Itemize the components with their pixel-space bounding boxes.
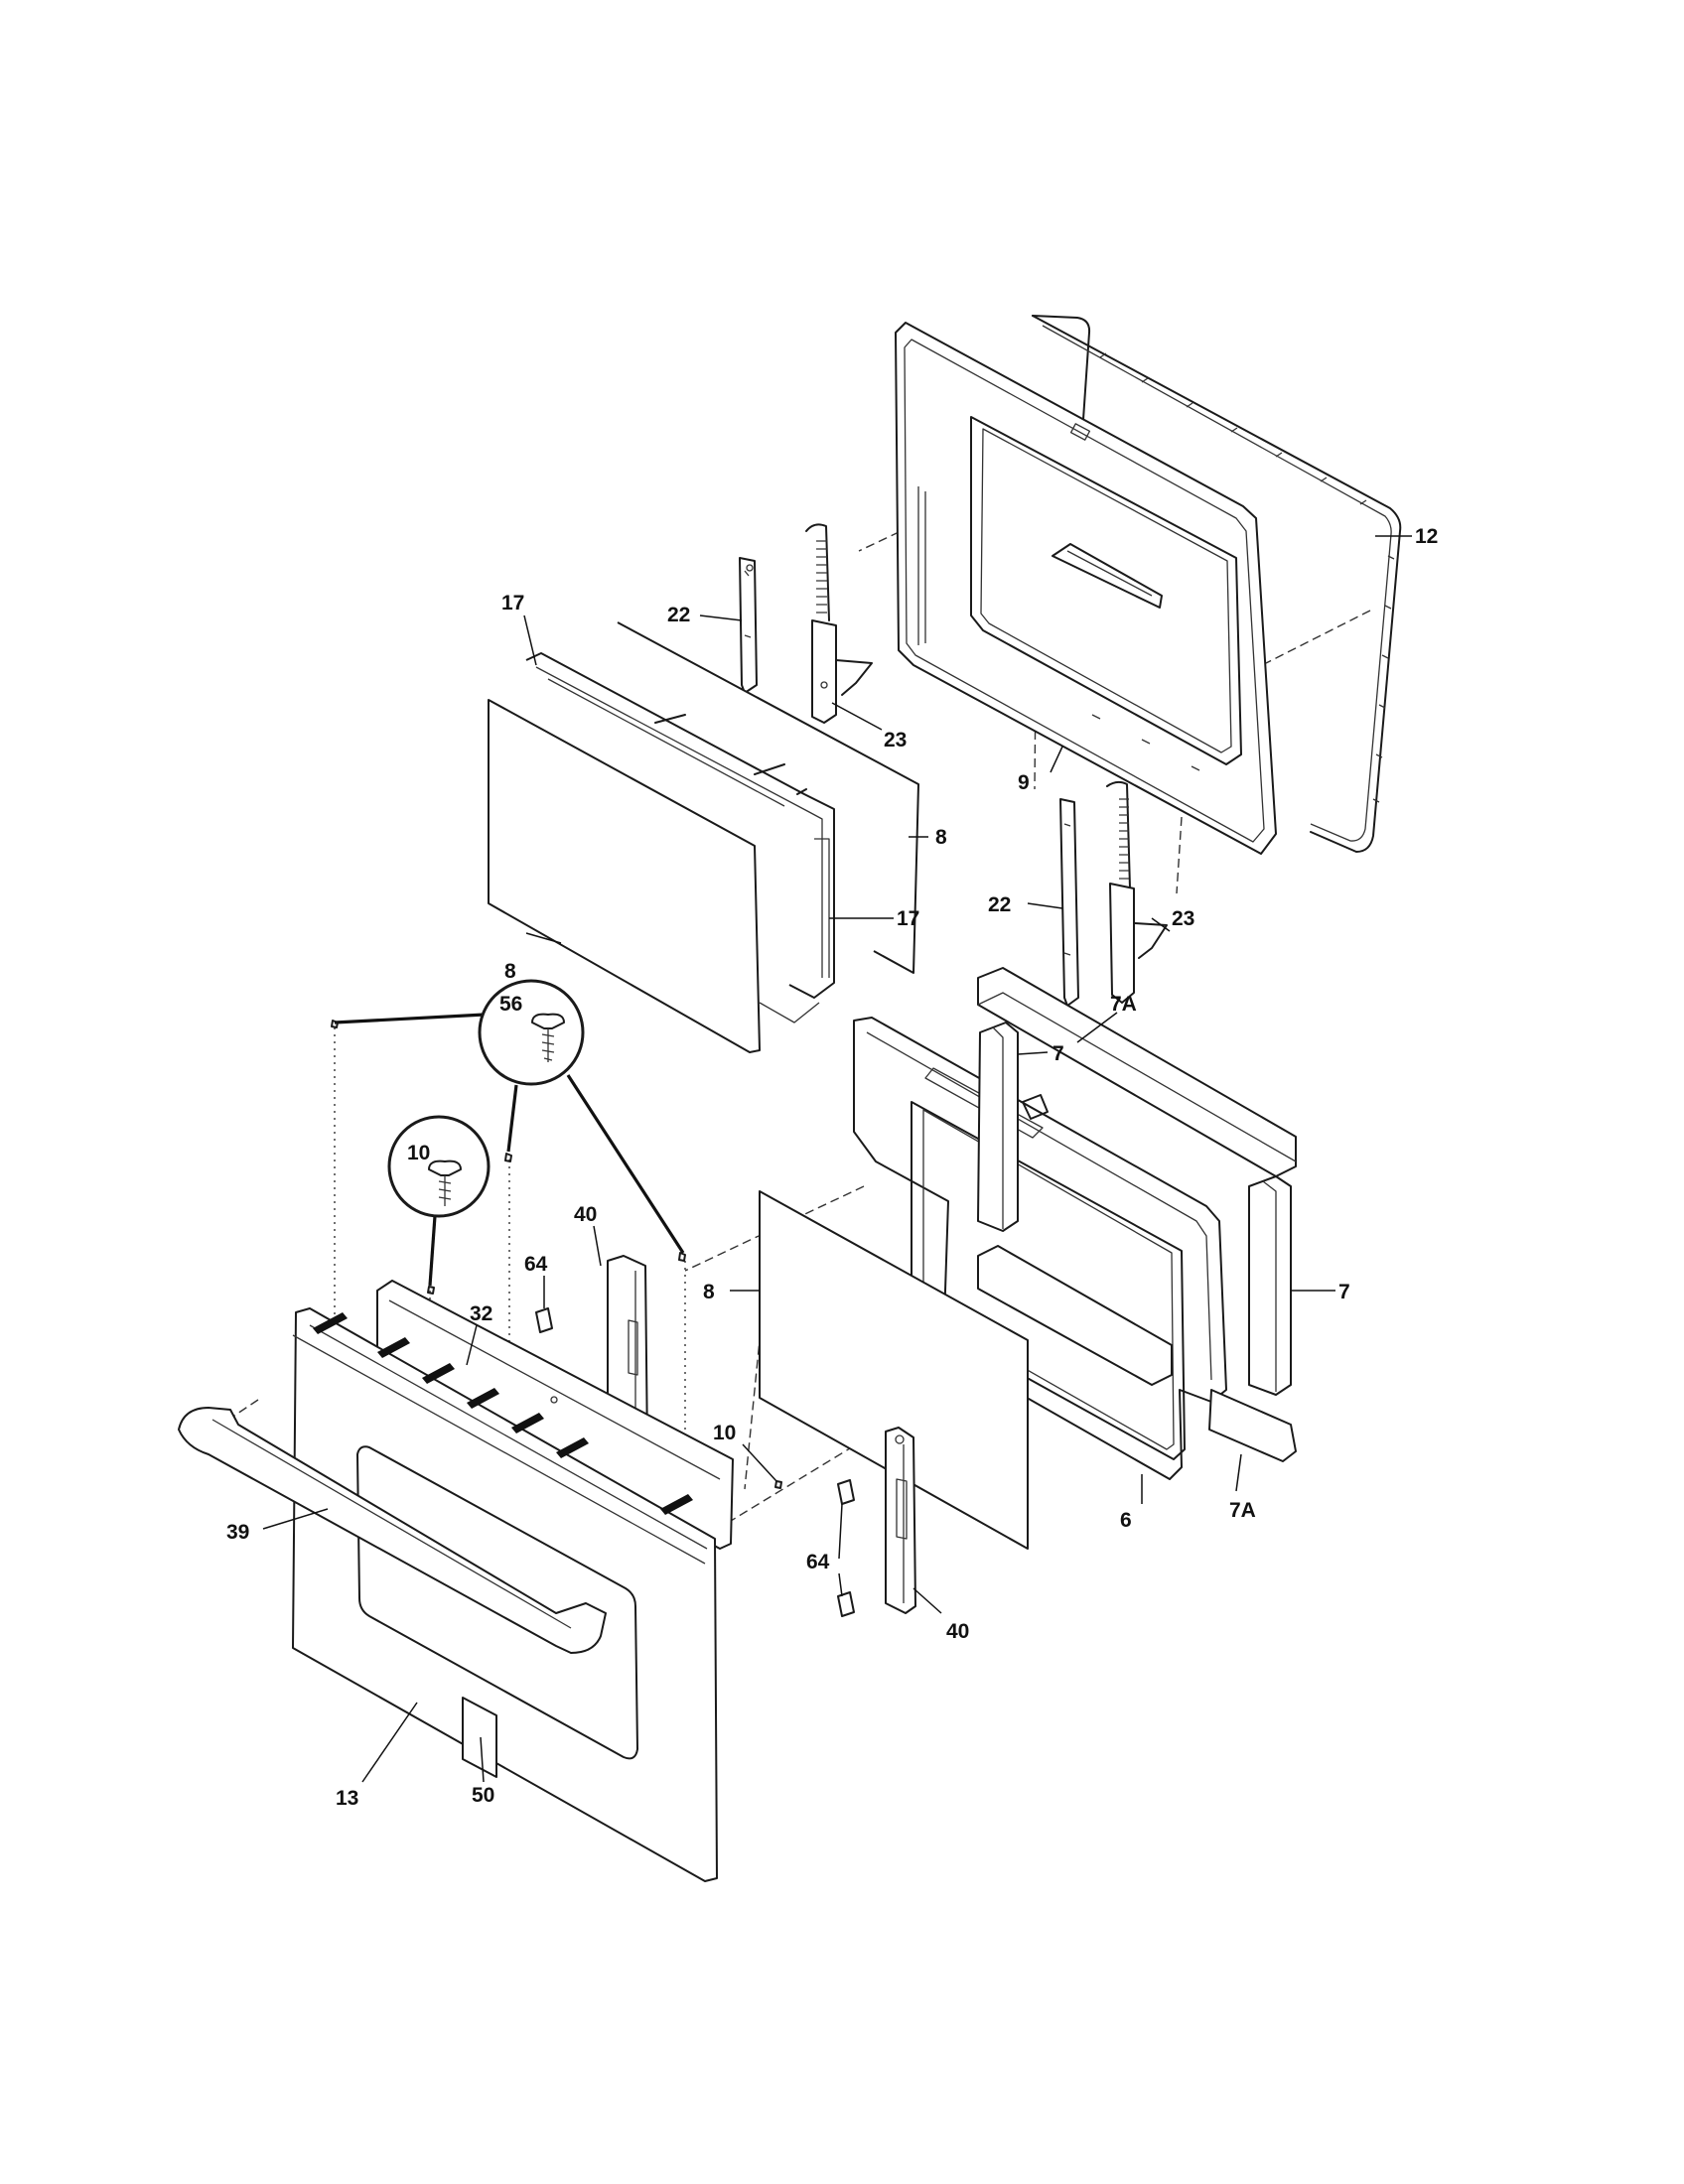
- callout-39: 39: [226, 1521, 249, 1544]
- screw-56-right: [678, 1252, 686, 1262]
- callout-64: 64: [524, 1253, 548, 1276]
- screw-10-lower: [774, 1480, 782, 1489]
- callout-12: 12: [1415, 525, 1438, 548]
- callout-10: 10: [713, 1422, 736, 1444]
- detail-bubble-screw-56: [334, 979, 685, 1254]
- part-bumper-64-a: [535, 1307, 553, 1333]
- detail-bubble-screw-10: [387, 1115, 491, 1287]
- callout-22: 22: [667, 604, 690, 626]
- callout-8: 8: [703, 1281, 715, 1303]
- part-hinge-receiver-lower: [1059, 798, 1079, 1007]
- callout-10: 10: [407, 1142, 430, 1164]
- part-door-bracket-40-lower: [885, 1427, 916, 1614]
- part-hinge-upper: [805, 523, 873, 724]
- callout-17: 17: [501, 592, 524, 614]
- callout-8: 8: [504, 960, 516, 983]
- callout-50: 50: [472, 1784, 494, 1807]
- callout-23: 23: [1172, 907, 1194, 930]
- part-hinge-lower: [1106, 780, 1168, 1004]
- callout-64: 64: [806, 1551, 830, 1573]
- part-hinge-receiver-upper: [739, 557, 758, 694]
- callout-13: 13: [336, 1787, 358, 1810]
- part-bumper-64-c: [837, 1591, 855, 1617]
- callout-32: 32: [470, 1302, 492, 1325]
- screw-56-mid: [504, 1153, 512, 1162]
- part-glass-panel-lower: [759, 1190, 1029, 1550]
- screw-10-upper: [427, 1286, 435, 1295]
- part-insulation-bottom-7A: [977, 1245, 1297, 1462]
- callout-7: 7: [1338, 1281, 1350, 1303]
- callout-8: 8: [935, 826, 947, 849]
- part-bumper-64-b: [837, 1479, 855, 1505]
- callout-labels: 12 22 17 23 9 8 17 8 22 23 7A 56 7 10 40…: [226, 525, 1438, 1810]
- callout-56: 56: [499, 993, 522, 1016]
- callout-17: 17: [897, 907, 919, 930]
- callout-40: 40: [574, 1203, 597, 1226]
- callout-6: 6: [1120, 1509, 1132, 1532]
- part-glass-panel-front: [488, 699, 820, 1053]
- callout-23: 23: [884, 729, 907, 751]
- callout-40: 40: [946, 1620, 969, 1643]
- part-door-gasket: [1032, 315, 1402, 853]
- leader-lines: [262, 535, 1412, 1783]
- callout-7A: 7A: [1229, 1499, 1256, 1522]
- part-insulation-top-7A: [977, 967, 1297, 1177]
- part-insulation-right-7: [1248, 1175, 1292, 1396]
- callout-7A: 7A: [1110, 993, 1137, 1016]
- callout-7: 7: [1052, 1042, 1064, 1065]
- part-insulation-left-7: [977, 1022, 1019, 1232]
- part-inner-door-liner: [895, 322, 1277, 855]
- part-door-handle: [178, 1407, 607, 1654]
- callout-22: 22: [988, 893, 1011, 916]
- callout-9: 9: [1018, 771, 1030, 794]
